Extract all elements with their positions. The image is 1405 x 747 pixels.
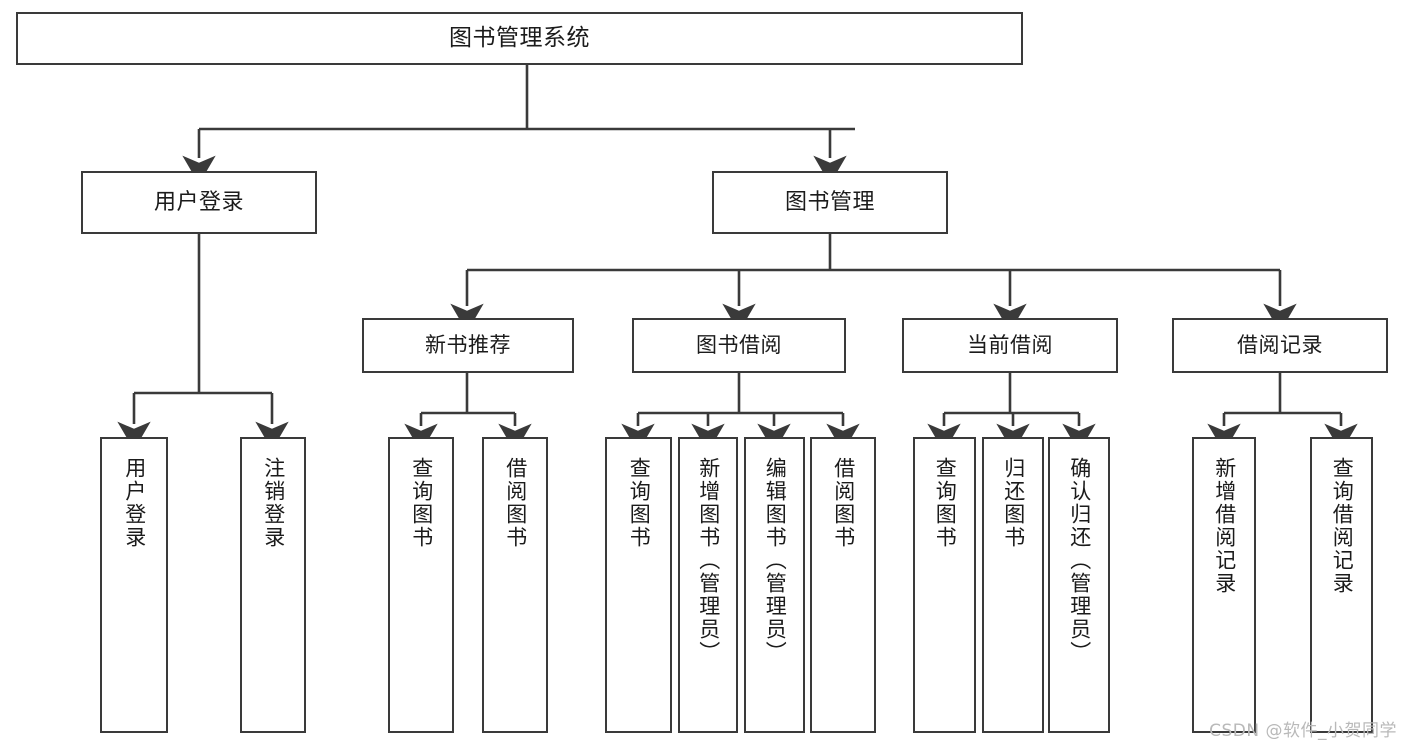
node-current-borrow[interactable]: 当前借阅 <box>902 318 1118 373</box>
node-label: 当前借阅 <box>967 333 1053 358</box>
node-label: 归还图书 <box>1001 457 1026 549</box>
node-root-system[interactable]: 图书管理系统 <box>16 12 1023 65</box>
node-leaf-confirm-return-admin[interactable]: 确认归还（管理员） <box>1048 437 1110 733</box>
node-label: 新书推荐 <box>425 333 511 358</box>
node-leaf-return-book[interactable]: 归还图书 <box>982 437 1044 733</box>
node-leaf-query-borrow-record[interactable]: 查询借阅记录 <box>1310 437 1373 733</box>
node-label: 查询借阅记录 <box>1330 457 1355 595</box>
node-label: 编辑图书（管理员） <box>763 457 788 664</box>
edges-root-to-level1 <box>182 65 855 185</box>
edges-newbook-to-leaves <box>404 373 532 453</box>
node-book-borrow[interactable]: 图书借阅 <box>632 318 846 373</box>
node-leaf-query-book-bb[interactable]: 查询图书 <box>605 437 672 733</box>
node-label: 新增借阅记录 <box>1212 457 1237 595</box>
node-leaf-user-login[interactable]: 用户登录 <box>100 437 168 733</box>
node-label: 查询图书 <box>409 457 434 549</box>
node-leaf-add-borrow-record[interactable]: 新增借阅记录 <box>1192 437 1256 733</box>
node-label: 确认归还（管理员） <box>1067 457 1092 664</box>
node-label: 借阅记录 <box>1237 333 1323 358</box>
node-leaf-query-book-cb[interactable]: 查询图书 <box>913 437 976 733</box>
edges-currentborrow-to-leaves <box>927 373 1096 453</box>
node-leaf-edit-book-admin[interactable]: 编辑图书（管理员） <box>744 437 805 733</box>
node-leaf-borrow-book-bb[interactable]: 借阅图书 <box>810 437 876 733</box>
node-user-login[interactable]: 用户登录 <box>81 171 317 234</box>
node-new-book-rec[interactable]: 新书推荐 <box>362 318 574 373</box>
csdn-watermark: CSDN @软件_小贺同学 <box>1209 721 1397 741</box>
node-label: 用户登录 <box>153 189 244 215</box>
node-label: 借阅图书 <box>503 457 528 549</box>
node-label: 新增图书（管理员） <box>696 457 721 664</box>
node-label: 图书借阅 <box>696 333 782 358</box>
node-label: 借阅图书 <box>831 457 856 549</box>
node-label: 用户登录 <box>122 457 147 549</box>
node-label: 查询图书 <box>933 457 958 549</box>
node-label: 图书管理 <box>784 189 875 215</box>
node-leaf-query-book-rec[interactable]: 查询图书 <box>388 437 454 733</box>
edges-borrowrecord-to-leaves <box>1207 373 1358 453</box>
node-leaf-add-book-admin[interactable]: 新增图书（管理员） <box>678 437 738 733</box>
edges-userlogin-to-leaves <box>117 234 289 451</box>
node-leaf-borrow-book-rec[interactable]: 借阅图书 <box>482 437 548 733</box>
node-label: 查询图书 <box>627 457 652 549</box>
edges-bookborrow-to-leaves <box>621 373 860 453</box>
node-book-manage[interactable]: 图书管理 <box>712 171 948 234</box>
node-label: 图书管理系统 <box>449 24 590 51</box>
node-borrow-record[interactable]: 借阅记录 <box>1172 318 1388 373</box>
edges-bookmanage-to-level2 <box>450 234 1297 333</box>
node-leaf-user-logout[interactable]: 注销登录 <box>240 437 306 733</box>
node-label: 注销登录 <box>261 457 286 549</box>
